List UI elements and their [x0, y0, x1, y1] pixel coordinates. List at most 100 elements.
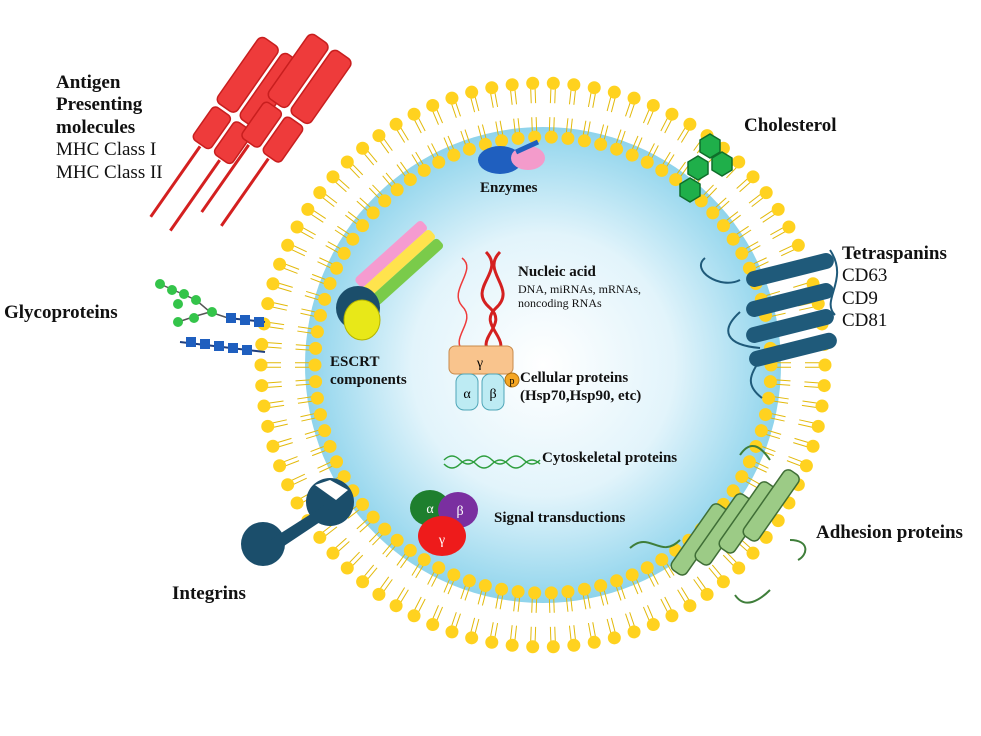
- lipid-head: [290, 220, 304, 234]
- lipid-head: [587, 81, 601, 95]
- lipid-head: [323, 439, 337, 453]
- antigen-title-line: Antigen: [56, 72, 121, 93]
- lipid-head: [646, 98, 660, 112]
- lipid-head: [273, 257, 287, 271]
- enzymes-icon: [478, 139, 545, 174]
- lipid-head: [567, 638, 581, 652]
- lipid-head: [403, 543, 417, 557]
- enzymes-label: Enzymes: [480, 180, 538, 196]
- cd9-label: CD9: [842, 287, 878, 309]
- cholesterol-icon: [679, 133, 733, 203]
- lipid-head: [700, 587, 714, 601]
- lipid-head: [762, 391, 776, 405]
- lipid-head: [261, 297, 275, 311]
- lipid-head: [735, 246, 749, 260]
- lipid-head: [655, 553, 669, 567]
- escrt-line: components: [330, 371, 407, 388]
- lipid-head: [403, 173, 417, 187]
- lipid-head: [254, 358, 268, 372]
- lipid-head: [511, 131, 525, 145]
- lipid-head: [655, 163, 669, 177]
- signal-transductions-label: Signal transductions: [494, 510, 626, 526]
- lipid-head: [326, 546, 340, 560]
- lipid-head: [746, 546, 760, 560]
- lipid-head: [447, 148, 461, 162]
- lipid-head: [526, 640, 540, 654]
- lipid-head: [462, 574, 476, 588]
- lipid-head: [759, 408, 773, 422]
- lipid-head: [261, 419, 275, 433]
- lipid-head: [346, 232, 360, 246]
- signal-beta-label: β: [456, 504, 463, 519]
- cd63-label: CD63: [842, 265, 888, 287]
- lipid-head: [607, 631, 621, 645]
- escrt-label: ESCRT components: [330, 354, 407, 389]
- lipid-head: [485, 635, 499, 649]
- lipid-head: [528, 586, 542, 600]
- lipid-head: [313, 308, 327, 322]
- lipid-head: [746, 170, 760, 184]
- lipid-head: [561, 585, 575, 599]
- lipid-head: [447, 568, 461, 582]
- lipid-head: [627, 91, 641, 105]
- lipid-head: [665, 107, 679, 121]
- mhc-class-i-label: MHC Class I: [56, 139, 157, 161]
- lipid-head: [544, 130, 558, 144]
- lipid-head: [426, 618, 440, 632]
- lipid-head: [771, 514, 785, 528]
- lipid-head: [716, 219, 730, 233]
- lipid-head: [309, 375, 323, 389]
- lipid-head: [669, 173, 683, 187]
- lipid-head: [485, 81, 499, 95]
- lipid-head: [407, 609, 421, 623]
- nucleic-acid-sub: DNA, miRNAs, mRNAs,: [518, 281, 642, 296]
- lipid-head: [726, 232, 740, 246]
- lipid-head: [706, 206, 720, 220]
- lipid-head: [356, 219, 370, 233]
- lipid-head: [610, 142, 624, 156]
- lipid-head: [432, 561, 446, 575]
- lipid-head: [683, 117, 697, 131]
- integrins-icon: [241, 478, 354, 566]
- lipid-head: [309, 341, 323, 355]
- lipid-head: [366, 510, 380, 524]
- lipid-head: [732, 155, 746, 169]
- lipid-head: [782, 220, 796, 234]
- lipid-head: [326, 170, 340, 184]
- cellular-proteins-title: Cellular proteins: [520, 370, 629, 386]
- lipid-head: [318, 292, 332, 306]
- nucleic-acid-sub: noncoding RNAs: [518, 295, 602, 310]
- lipid-head: [732, 561, 746, 575]
- lipid-head: [257, 399, 271, 413]
- lipid-head: [356, 141, 370, 155]
- lipid-head: [546, 640, 560, 654]
- lipid-head: [561, 131, 575, 145]
- lipid-head: [528, 130, 542, 144]
- signal-gamma-label: γ: [438, 533, 445, 548]
- lipid-head: [432, 155, 446, 169]
- lipid-head: [587, 635, 601, 649]
- lipid-head: [759, 186, 773, 200]
- lipid-head: [567, 78, 581, 92]
- lipid-head: [337, 246, 351, 260]
- lipid-head: [817, 379, 831, 393]
- lipid-head: [640, 155, 654, 169]
- lipid-head: [505, 638, 519, 652]
- lipid-head: [791, 238, 805, 252]
- lipid-head: [465, 631, 479, 645]
- integrins-label: Integrins: [172, 583, 246, 604]
- tetraspanins-title: Tetraspanins: [842, 243, 947, 264]
- lipid-head: [266, 439, 280, 453]
- lipid-head: [726, 484, 740, 498]
- lipid-head: [815, 399, 829, 413]
- lipid-head: [417, 553, 431, 567]
- hsp-complex-icon: [448, 345, 520, 411]
- lipid-head: [337, 470, 351, 484]
- lipid-head: [356, 497, 370, 511]
- lipid-head: [389, 117, 403, 131]
- lipid-head: [407, 107, 421, 121]
- lipid-head: [799, 459, 813, 473]
- lipid-head: [505, 78, 519, 92]
- lipid-head: [290, 496, 304, 510]
- lipid-head: [313, 408, 327, 422]
